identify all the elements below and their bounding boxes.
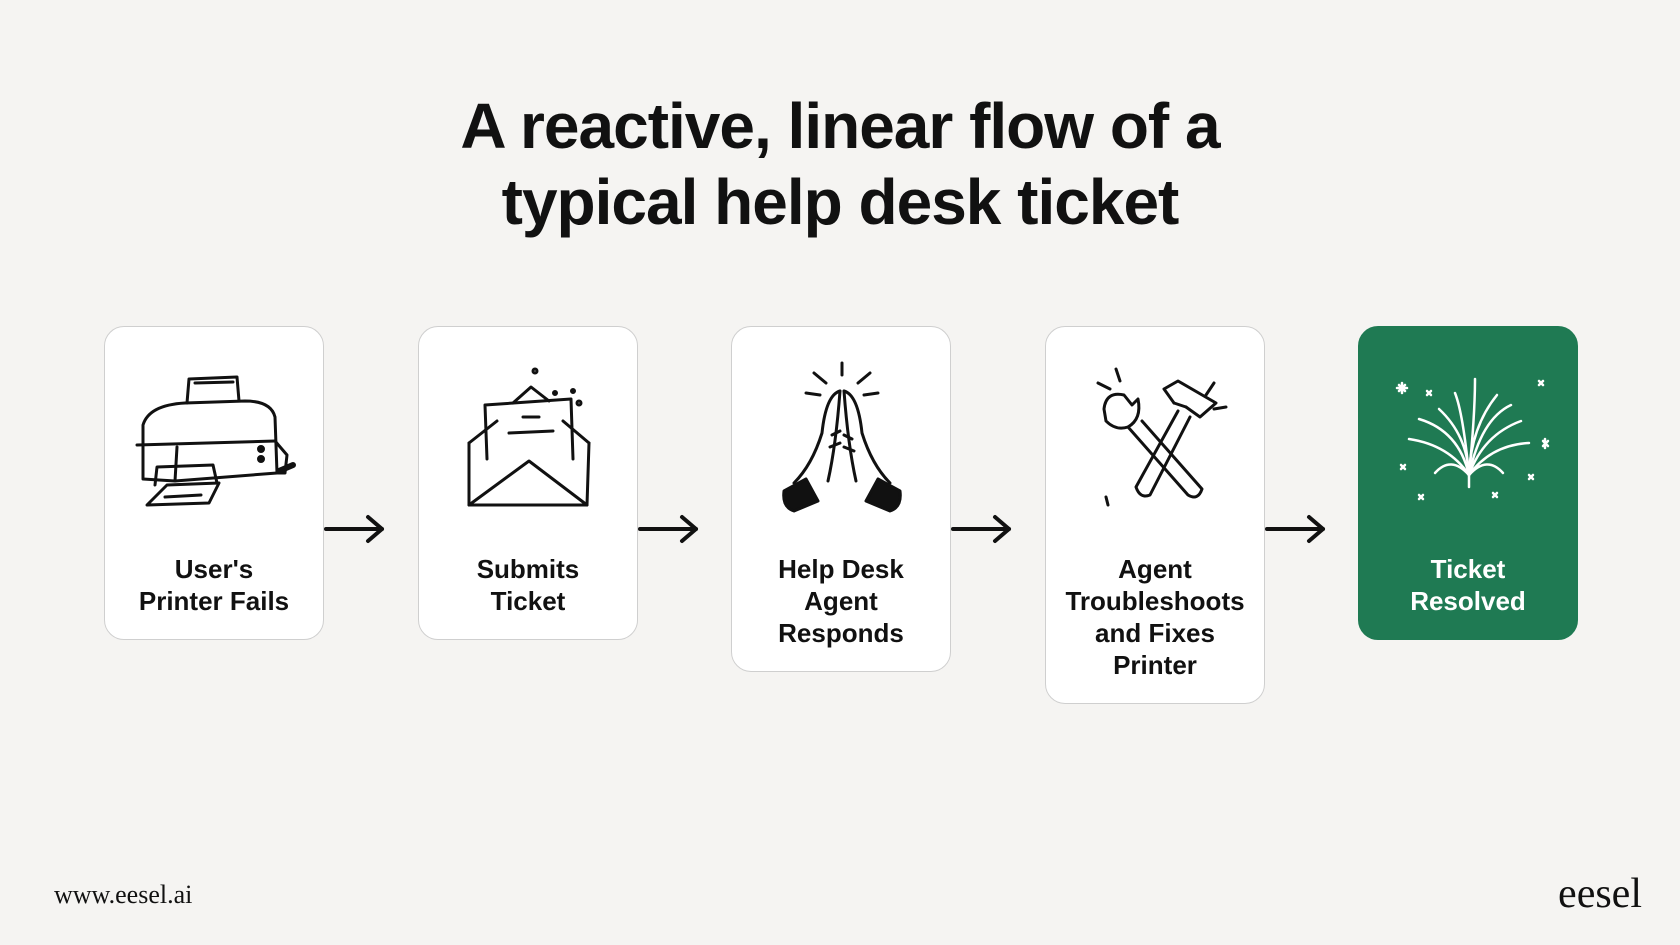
flow-arrow-1 (324, 515, 384, 543)
fireworks-icon (1395, 377, 1550, 501)
step-card-agent-responds: Help Desk Agent Responds (731, 326, 951, 672)
step-label-printer-fails: User's Printer Fails (138, 554, 290, 616)
step-label-ticket-resolved: Ticket Resolved (1410, 554, 1526, 616)
step-card-submits-ticket: Submits Ticket (418, 326, 638, 640)
step-card-agent-fixes: Agent Troubleshoots and Fixes Printer (1045, 326, 1265, 704)
step-label-agent-responds: Help Desk Agent Responds (778, 554, 904, 648)
brand-logo: eesel (1558, 871, 1642, 917)
diagram-title: A reactive, linear flow of a typical hel… (0, 88, 1680, 240)
step-card-printer-fails: User's Printer Fails (104, 326, 324, 640)
step-label-submits-ticket: Submits Ticket (476, 554, 580, 616)
envelope-icon (467, 367, 591, 507)
wrench-hammer-icon (1096, 367, 1228, 507)
flow-arrow-3 (951, 515, 1011, 543)
title-line-1: A reactive, linear flow of a (460, 90, 1220, 162)
website-url[interactable]: www.eesel.ai (54, 880, 193, 909)
title-line-2: typical help desk ticket (501, 166, 1180, 238)
flow-arrow-4 (1265, 515, 1325, 543)
step-label-agent-fixes: Agent Troubleshoots and Fixes Printer (1065, 554, 1245, 680)
flow-arrow-2 (638, 515, 698, 543)
step-card-ticket-resolved: Ticket Resolved (1358, 326, 1578, 640)
printer-icon (135, 375, 296, 507)
praying-hands-icon (782, 361, 902, 513)
